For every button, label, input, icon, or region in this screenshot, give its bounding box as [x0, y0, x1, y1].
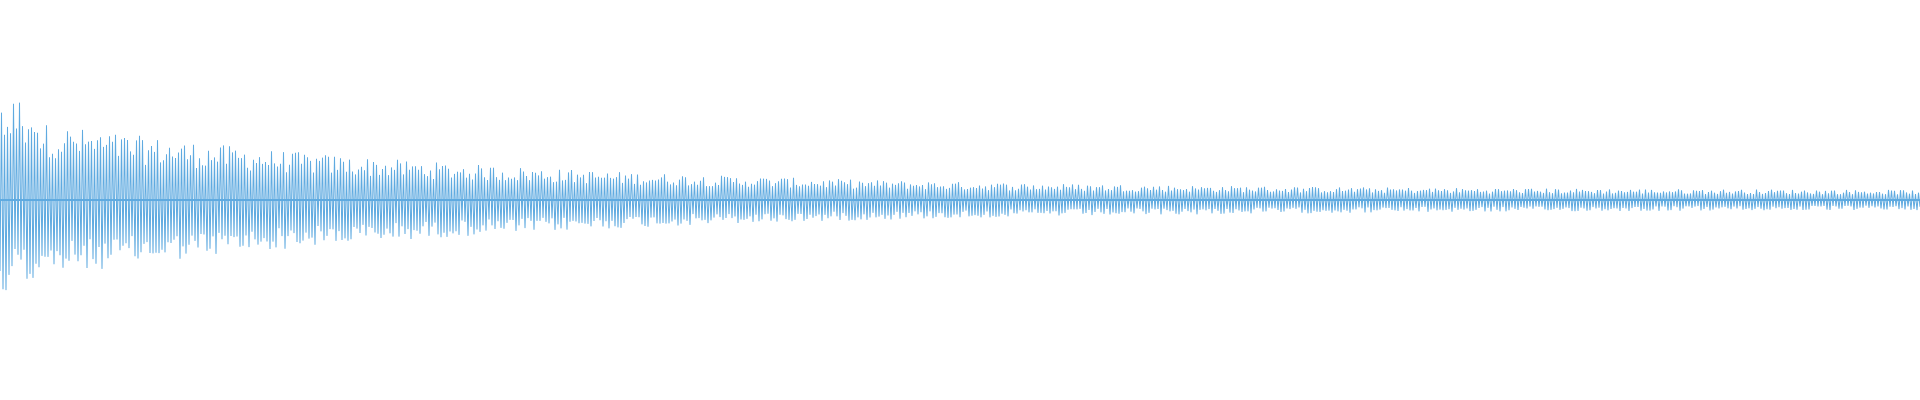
waveform-line	[0, 102, 1920, 291]
